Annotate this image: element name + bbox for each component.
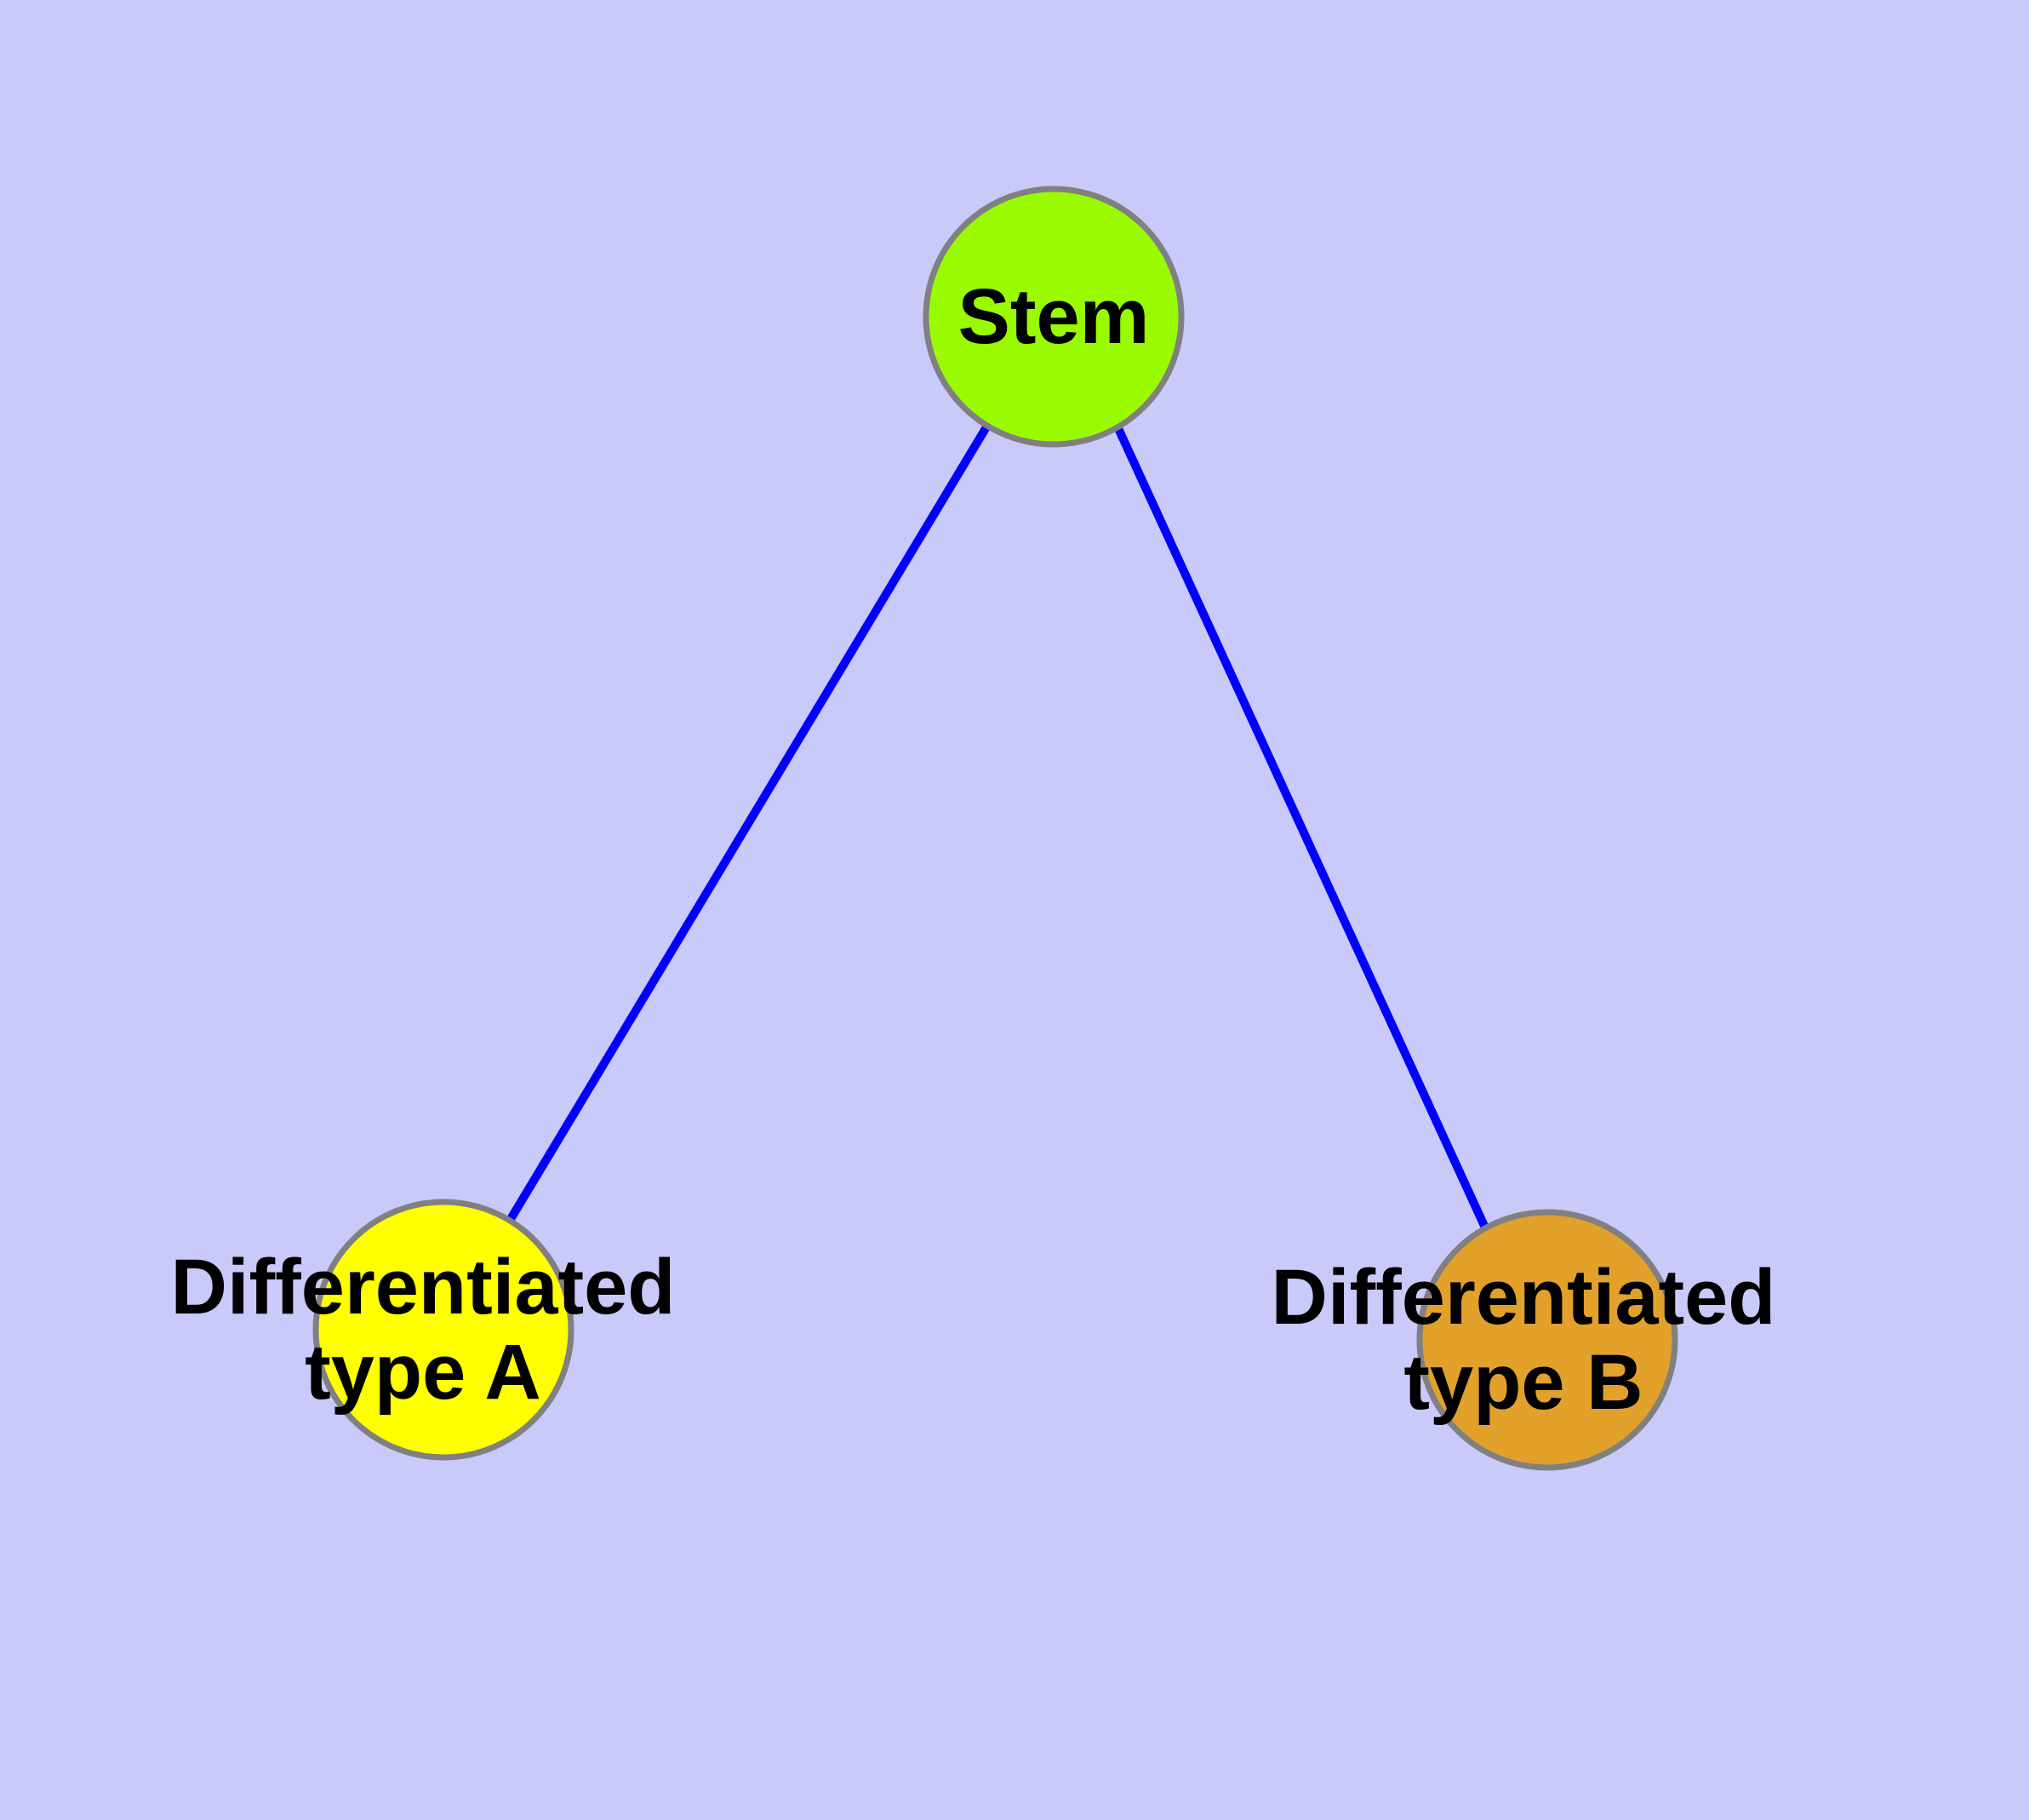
node-label-line: type B [1403, 1339, 1643, 1426]
edge-stem-to-diff-a[interactable] [506, 423, 992, 1222]
node-label-line: Stem [958, 273, 1150, 360]
node-label-line: type A [305, 1329, 541, 1416]
edge-stem-to-diff-b[interactable] [1112, 422, 1489, 1228]
node-diff-a[interactable] [312, 1199, 574, 1461]
nodes-layer [312, 186, 1678, 1471]
node-label-line: Differentiated [171, 1244, 676, 1331]
node-diff-b[interactable] [1416, 1209, 1678, 1471]
node-label-stem: Stem [958, 273, 1150, 360]
node-stem[interactable] [923, 186, 1185, 448]
node-label-line: Differentiated [1272, 1254, 1776, 1341]
edges-layer [506, 422, 1489, 1228]
